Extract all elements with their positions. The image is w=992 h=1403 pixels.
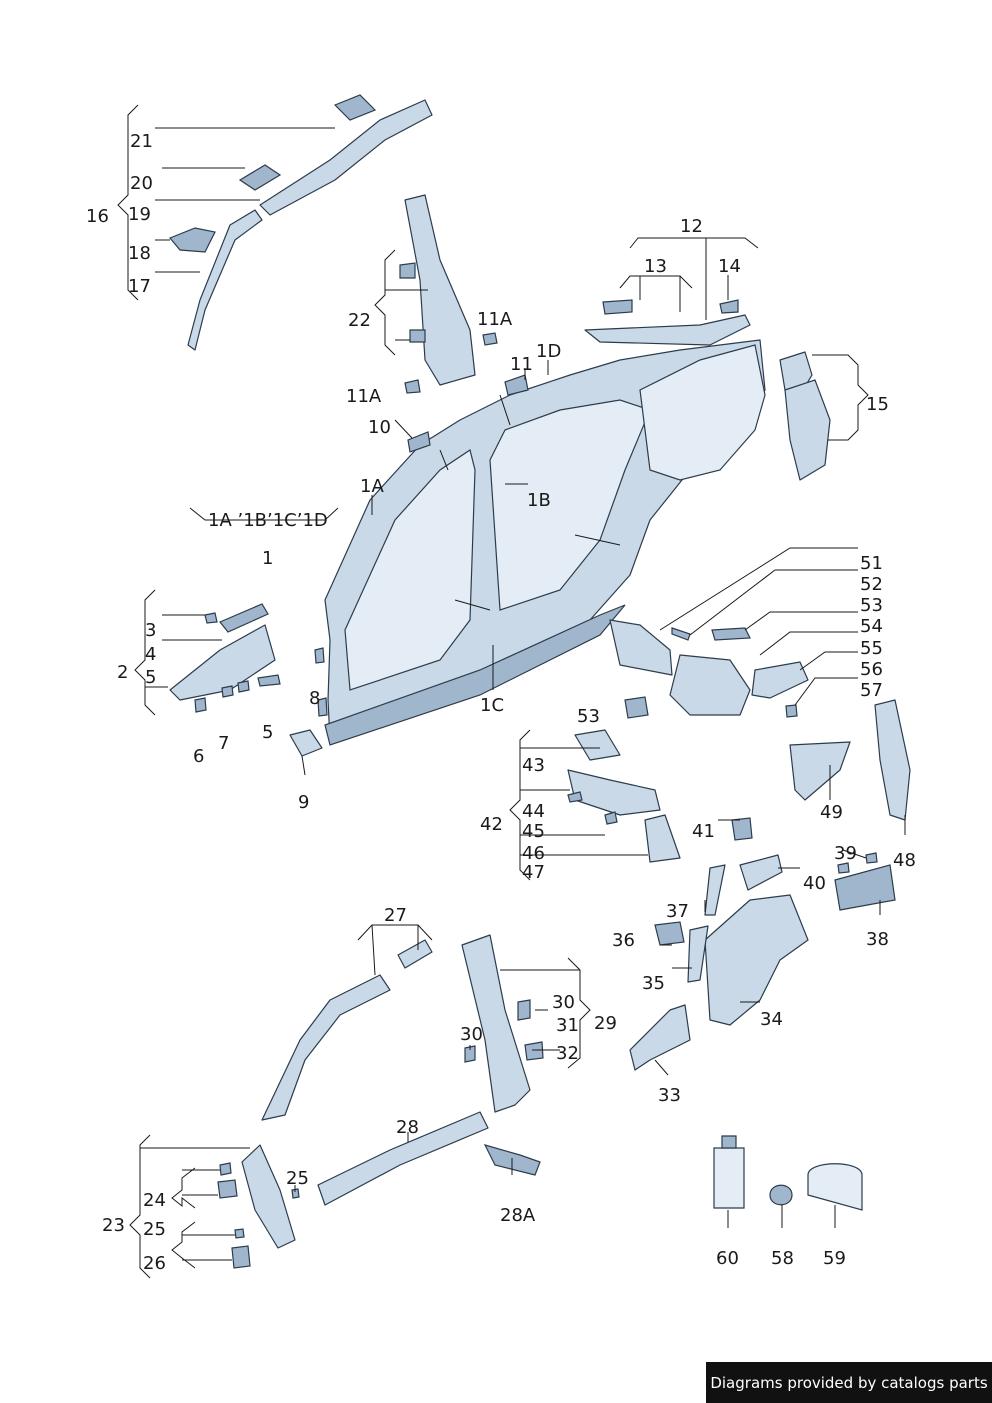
label-9: 9: [298, 792, 309, 813]
label-49: 49: [820, 802, 843, 823]
label-41: 41: [692, 821, 715, 842]
label-29: 29: [594, 1013, 617, 1034]
label-11A-right: 11A: [477, 309, 513, 330]
rear-upper-parts: [407, 299, 831, 481]
label-46: 46: [522, 843, 545, 864]
label-40: 40: [803, 873, 826, 894]
label-45: 45: [522, 821, 545, 842]
b-pillar-reinforcement: [399, 194, 498, 394]
label-17: 17: [128, 276, 151, 297]
label-35: 35: [642, 973, 665, 994]
label-1D: 1D: [536, 341, 561, 362]
label-19: 19: [128, 204, 151, 225]
roof-frame-parts: [169, 94, 433, 351]
label-27: 27: [384, 905, 407, 926]
label-25-bottom: 25: [143, 1219, 166, 1240]
label-55: 55: [860, 638, 883, 659]
label-30-left: 30: [460, 1024, 483, 1045]
label-52: 52: [860, 574, 883, 595]
label-23: 23: [102, 1215, 125, 1236]
label-36: 36: [612, 930, 635, 951]
label-26: 26: [143, 1253, 166, 1274]
label-28: 28: [396, 1117, 419, 1138]
label-4: 4: [145, 644, 156, 665]
body-side-panel: [324, 339, 766, 746]
label-33: 33: [658, 1085, 681, 1106]
front-inner-parts: [169, 603, 328, 757]
side-sill-parts: [567, 699, 911, 911]
label-31: 31: [556, 1015, 579, 1036]
label-47: 47: [522, 862, 545, 883]
label-14: 14: [718, 256, 741, 277]
label-2: 2: [117, 662, 128, 683]
label-28A: 28A: [500, 1205, 536, 1226]
label-12: 12: [680, 216, 703, 237]
label-7: 7: [218, 733, 229, 754]
label-5-right: 5: [262, 722, 273, 743]
label-37: 37: [666, 901, 689, 922]
label-57: 57: [860, 680, 883, 701]
label-20: 20: [130, 173, 153, 194]
label-5-left: 5: [145, 667, 156, 688]
leader-lines: [117, 104, 906, 1279]
label-58: 58: [771, 1248, 794, 1269]
label-8: 8: [309, 688, 320, 709]
label-51: 51: [860, 553, 883, 574]
label-39: 39: [834, 843, 857, 864]
part-labels: 21 20 16 19 18 17 22 11A 11A 11 1D 12 13…: [86, 131, 916, 1274]
label-54: 54: [860, 616, 883, 637]
label-1B: 1B: [527, 490, 551, 511]
label-30-right: 30: [552, 992, 575, 1013]
label-21: 21: [130, 131, 153, 152]
label-1C: 1C: [480, 695, 504, 716]
label-11: 11: [510, 354, 533, 375]
label-1: 1: [262, 548, 273, 569]
label-53-left: 53: [577, 706, 600, 727]
wheelhouse-parts: [629, 864, 809, 1071]
label-15: 15: [866, 394, 889, 415]
label-13: 13: [644, 256, 667, 277]
label-3: 3: [145, 620, 156, 641]
label-44: 44: [522, 801, 545, 822]
label-6: 6: [193, 746, 204, 767]
credit-banner: Diagrams provided by catalogs parts: [706, 1362, 992, 1403]
label-25-top: 25: [286, 1168, 309, 1189]
label-1-group: 1A ’1B’1C’1D: [208, 510, 328, 531]
label-38: 38: [866, 929, 889, 950]
label-10: 10: [368, 417, 391, 438]
label-60: 60: [716, 1248, 739, 1269]
label-59: 59: [823, 1248, 846, 1269]
label-32: 32: [556, 1043, 579, 1064]
label-18: 18: [128, 243, 151, 264]
label-24: 24: [143, 1190, 166, 1211]
lower-frame-parts: [217, 934, 544, 1269]
rear-inner-parts: [609, 619, 809, 719]
label-11A-left: 11A: [346, 386, 382, 407]
label-48: 48: [893, 850, 916, 871]
consumables: [713, 1135, 863, 1211]
label-43: 43: [522, 755, 545, 776]
label-34: 34: [760, 1009, 783, 1030]
label-56: 56: [860, 659, 883, 680]
label-53-right: 53: [860, 595, 883, 616]
label-16: 16: [86, 206, 109, 227]
label-42: 42: [480, 814, 503, 835]
label-22: 22: [348, 310, 371, 331]
label-1A: 1A: [360, 476, 384, 497]
